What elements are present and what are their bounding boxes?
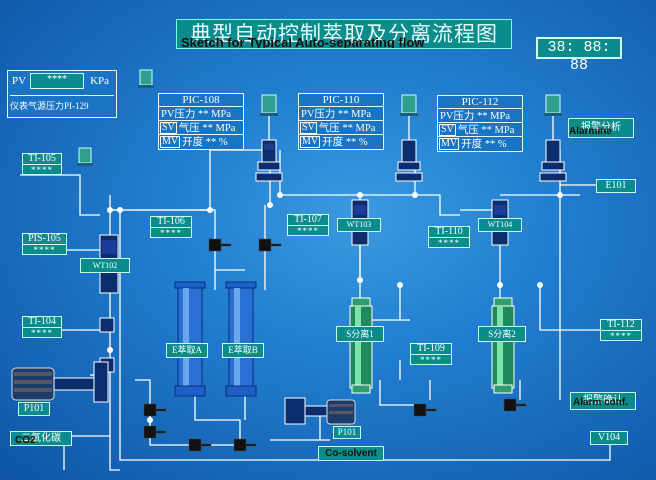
ti-110-value: **** [438, 238, 460, 248]
ti-109-value: **** [420, 355, 442, 365]
p101-mid-label[interactable]: P101 [333, 426, 361, 439]
alarm-analysis-button[interactable]: 报警分析 Alarmine [568, 118, 634, 138]
ti-105-tag: TI-105 [23, 154, 61, 165]
sv-tag: SV [300, 121, 317, 134]
pic-112-title: PIC-112 [438, 96, 522, 109]
pis-105-value: **** [33, 245, 56, 255]
pic-108-sv: 气压 ** MPa [178, 123, 236, 134]
co2-cn: 二氧化碳 [21, 433, 61, 444]
title-chinese: 典型自动控制萃取及分离流程图 [190, 22, 498, 46]
mv-tag: MV [160, 135, 181, 148]
pic-108-title: PIC-108 [159, 94, 243, 107]
ti-112-indicator[interactable]: TI-112 **** [600, 319, 642, 341]
ti-106-value: **** [160, 228, 182, 238]
ti-107-value: **** [297, 226, 319, 236]
ti-106-tag: TI-106 [151, 217, 191, 228]
ti-109-indicator[interactable]: TI-109 **** [410, 343, 452, 365]
ti-104-value: **** [31, 328, 53, 338]
v104-label[interactable]: V104 [590, 431, 628, 445]
wt102-label[interactable]: WT102 [80, 258, 130, 273]
p101-left-label[interactable]: P101 [18, 402, 50, 416]
separator-1-vessel [349, 297, 373, 394]
alarm-confirm-cn: 报警确认 [583, 395, 623, 406]
mv-tag: MV [439, 137, 460, 150]
cosolvent-en: Co-solvent [325, 448, 377, 459]
ti-107-indicator[interactable]: TI-107 **** [287, 214, 329, 236]
ti-105-indicator[interactable]: TI-105 **** [22, 153, 62, 175]
ti-109-tag: TI-109 [411, 344, 451, 355]
ti-112-value: **** [610, 331, 632, 341]
co2-button[interactable]: 二氧化碳 CO2 [10, 431, 72, 446]
mv-tag: MV [300, 135, 321, 148]
co2-en: CO2 [15, 435, 36, 446]
e101-label[interactable]: E101 [596, 179, 636, 193]
clock-display: 38: 88: 88 [536, 37, 622, 74]
pump-p101-mid [284, 397, 356, 425]
ti-107-tag: TI-107 [288, 215, 328, 226]
title-english: Sketch for Typical Auto-separating flow [181, 35, 425, 49]
pv-value: **** [30, 73, 85, 89]
wt104-label[interactable]: WT104 [478, 218, 522, 232]
pic-110-title: PIC-110 [299, 94, 383, 107]
alarm-confirm-button[interactable]: 报警确认 Alarm conf. [570, 392, 636, 410]
alarm-analysis-cn: 报警分析 [581, 122, 621, 133]
pic-112-mv: 开度 ** % [461, 139, 507, 150]
pic-110-sv: 气压 ** MPa [318, 123, 376, 134]
extractor-b-label[interactable]: E萃取B [222, 343, 264, 358]
pic-112-pv: PV压力 ** MPa [440, 111, 511, 122]
ti-104-tag: TI-104 [23, 317, 61, 328]
pic-108-mv: 开度 ** % [182, 137, 228, 148]
sv-tag: SV [160, 121, 177, 134]
pump-p101-left [11, 361, 109, 403]
ti-110-tag: TI-110 [429, 227, 469, 238]
pv-unit: KPa [90, 75, 110, 87]
cosolvent-button[interactable]: Co-solvent [318, 446, 384, 461]
ti-105-value: **** [31, 165, 53, 175]
pv-label: PV [12, 75, 27, 87]
ti-106-indicator[interactable]: TI-106 **** [150, 216, 192, 238]
pv-caption: 仪表气源压力PI-129 [10, 95, 114, 112]
title-banner: 典型自动控制萃取及分离流程图 Sketch for Typical Auto-s… [176, 19, 512, 49]
separator-2-label[interactable]: S分离2 [478, 326, 526, 342]
pic-110-mv: 开度 ** % [322, 137, 368, 148]
alarm-confirm-en: Alarm conf. [573, 397, 629, 408]
pv-air-pressure-panel: PV **** KPa 仪表气源压力PI-129 [7, 70, 117, 118]
extractor-a-vessel [174, 281, 206, 397]
pis-105-indicator[interactable]: PIS-105 **** [22, 233, 67, 255]
control-valve-group [77, 69, 567, 182]
alarm-analysis-en: Alarmine [569, 126, 612, 137]
separator-2-vessel [491, 297, 515, 394]
pis-105-tag: PIS-105 [23, 234, 66, 245]
ti-112-tag: TI-112 [601, 320, 641, 331]
ti-110-indicator[interactable]: TI-110 **** [428, 226, 470, 248]
sv-tag: SV [439, 123, 456, 136]
pic-108-pv: PV压力 ** MPa [161, 109, 232, 120]
ti-104-indicator[interactable]: TI-104 **** [22, 316, 62, 338]
pic-112-sv: 气压 ** MPa [457, 125, 515, 136]
extractor-b-vessel [225, 281, 257, 397]
manual-valves [143, 238, 527, 452]
wt103-label[interactable]: WT103 [337, 218, 381, 232]
pic-110-pv: PV压力 ** MPa [301, 109, 372, 120]
separator-1-label[interactable]: S分离1 [336, 326, 384, 342]
extractor-a-label[interactable]: E萃取A [166, 343, 208, 358]
